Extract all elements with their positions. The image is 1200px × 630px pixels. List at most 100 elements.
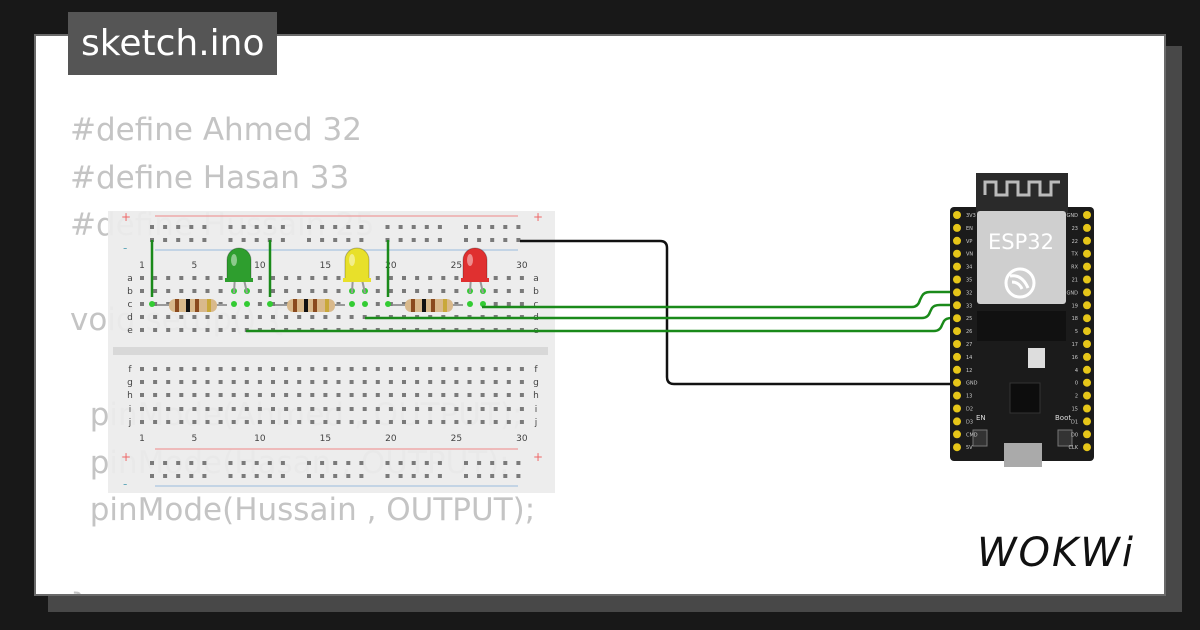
pin-label-left: GND: [966, 381, 978, 387]
pin-header-left[interactable]: [953, 365, 961, 374]
pin-header-right[interactable]: [1083, 314, 1091, 323]
breadboard-hole: [153, 393, 158, 397]
breadboard-hole: [402, 420, 406, 424]
breadboard-hole: [166, 289, 171, 293]
pin-header-right[interactable]: [1083, 352, 1091, 361]
rail-hole: [163, 225, 168, 229]
pin-header-left[interactable]: [953, 352, 961, 361]
pin-header-left[interactable]: [953, 391, 961, 400]
pin-header-right[interactable]: [1083, 443, 1091, 452]
pin-header-right[interactable]: [1083, 275, 1091, 284]
column-number: 1: [139, 261, 145, 271]
breadboard-hole: [166, 276, 171, 280]
pin-header-right[interactable]: [1083, 223, 1091, 232]
resistor[interactable]: [157, 299, 227, 312]
pin-header-right[interactable]: [1083, 288, 1091, 297]
breadboard-hole: [493, 380, 498, 384]
row-letter: e: [127, 326, 133, 336]
rail-hole: [333, 225, 338, 229]
breadboard-hole: [192, 367, 197, 371]
breadboard-hole: [493, 367, 498, 371]
en-button[interactable]: [972, 429, 988, 447]
boot-button[interactable]: [1057, 429, 1073, 447]
resistor[interactable]: [275, 299, 345, 312]
breadboard-hole: [441, 420, 446, 424]
pin-header-right[interactable]: [1083, 327, 1091, 336]
pin-header-left[interactable]: [953, 249, 961, 258]
breadboard-hole: [192, 276, 197, 280]
pin-header-left[interactable]: [953, 301, 961, 310]
rail-hole: [424, 225, 429, 229]
breadboard-hole: [205, 289, 210, 293]
pin-label-right: RX: [1071, 265, 1078, 271]
led-yellow[interactable]: [343, 247, 371, 294]
rail-hole: [320, 238, 325, 242]
breadboard-hole: [153, 328, 158, 332]
pin-header-right[interactable]: [1083, 378, 1091, 387]
breadboard-hole: [271, 407, 275, 411]
breadboard-hole: [388, 407, 393, 411]
breadboard-hole: [166, 393, 171, 397]
pin-header-right[interactable]: [1083, 249, 1091, 258]
led-green[interactable]: [225, 247, 253, 294]
file-tab[interactable]: sketch.ino: [68, 12, 278, 75]
pin-header-left[interactable]: [953, 236, 961, 245]
rail-hole: [150, 474, 154, 478]
breadboard-hole: [231, 328, 236, 332]
pin-header-left[interactable]: [953, 417, 961, 426]
pin-header-left[interactable]: [953, 262, 961, 271]
pin-label-left: 12: [966, 368, 972, 374]
pin-header-right[interactable]: [1083, 211, 1091, 219]
pin-header-left[interactable]: [953, 223, 961, 232]
pin-header-left[interactable]: [953, 340, 961, 348]
usb-port[interactable]: [1004, 443, 1042, 467]
resistor[interactable]: [393, 299, 463, 312]
breadboard-hole: [179, 367, 184, 371]
active-hole: [231, 301, 237, 307]
pin-header-right[interactable]: [1083, 391, 1091, 400]
column-number: 15: [320, 261, 331, 271]
breadboard-hole: [375, 276, 380, 280]
pin-header-left[interactable]: [953, 314, 961, 323]
breadboard-hole: [218, 289, 223, 293]
pin-header-left[interactable]: [953, 443, 961, 452]
pin-header-right[interactable]: [1083, 430, 1091, 439]
breadboard-hole: [402, 393, 406, 397]
pin-header-left[interactable]: [953, 378, 961, 387]
breadboard-hole: [388, 380, 393, 384]
breadboard-hole: [415, 289, 420, 293]
rail-hole: [359, 461, 364, 465]
rail-hole: [464, 474, 468, 478]
breadboard-hole: [375, 367, 380, 371]
breadboard-hole: [336, 367, 341, 371]
pin-header-left[interactable]: [953, 288, 961, 297]
pin-header-left[interactable]: [953, 430, 961, 439]
pin-header-right[interactable]: [1083, 301, 1091, 310]
pin-header-right[interactable]: [1083, 340, 1091, 348]
pin-label-right: CLK: [1068, 445, 1078, 451]
pin-header-left[interactable]: [953, 275, 961, 284]
row-letter: h: [127, 391, 133, 401]
pin-header-right[interactable]: [1083, 404, 1091, 413]
breadboard-hole: [257, 407, 262, 411]
code-line: #define Ahmed 32: [70, 112, 362, 148]
breadboard-hole: [493, 407, 498, 411]
pin-header-right[interactable]: [1083, 417, 1091, 426]
rail-hole: [437, 225, 442, 229]
pin-header-right[interactable]: [1083, 262, 1091, 271]
pin-header-left[interactable]: [953, 211, 961, 219]
esp32-label: ESP32: [988, 230, 1054, 254]
breadboard-hole: [153, 380, 158, 384]
pin-header-left[interactable]: [953, 327, 961, 336]
pin-header-right[interactable]: [1083, 236, 1091, 245]
breadboard-hole: [153, 276, 158, 280]
pin-header-left[interactable]: [953, 404, 961, 413]
breadboard-hole: [231, 380, 236, 384]
breadboard-hole: [415, 276, 420, 280]
rail-hole: [307, 474, 311, 478]
pin-header-right[interactable]: [1083, 365, 1091, 374]
breadboard-hole: [205, 276, 210, 280]
led-red[interactable]: [461, 247, 489, 294]
breadboard-hole: [179, 420, 184, 424]
